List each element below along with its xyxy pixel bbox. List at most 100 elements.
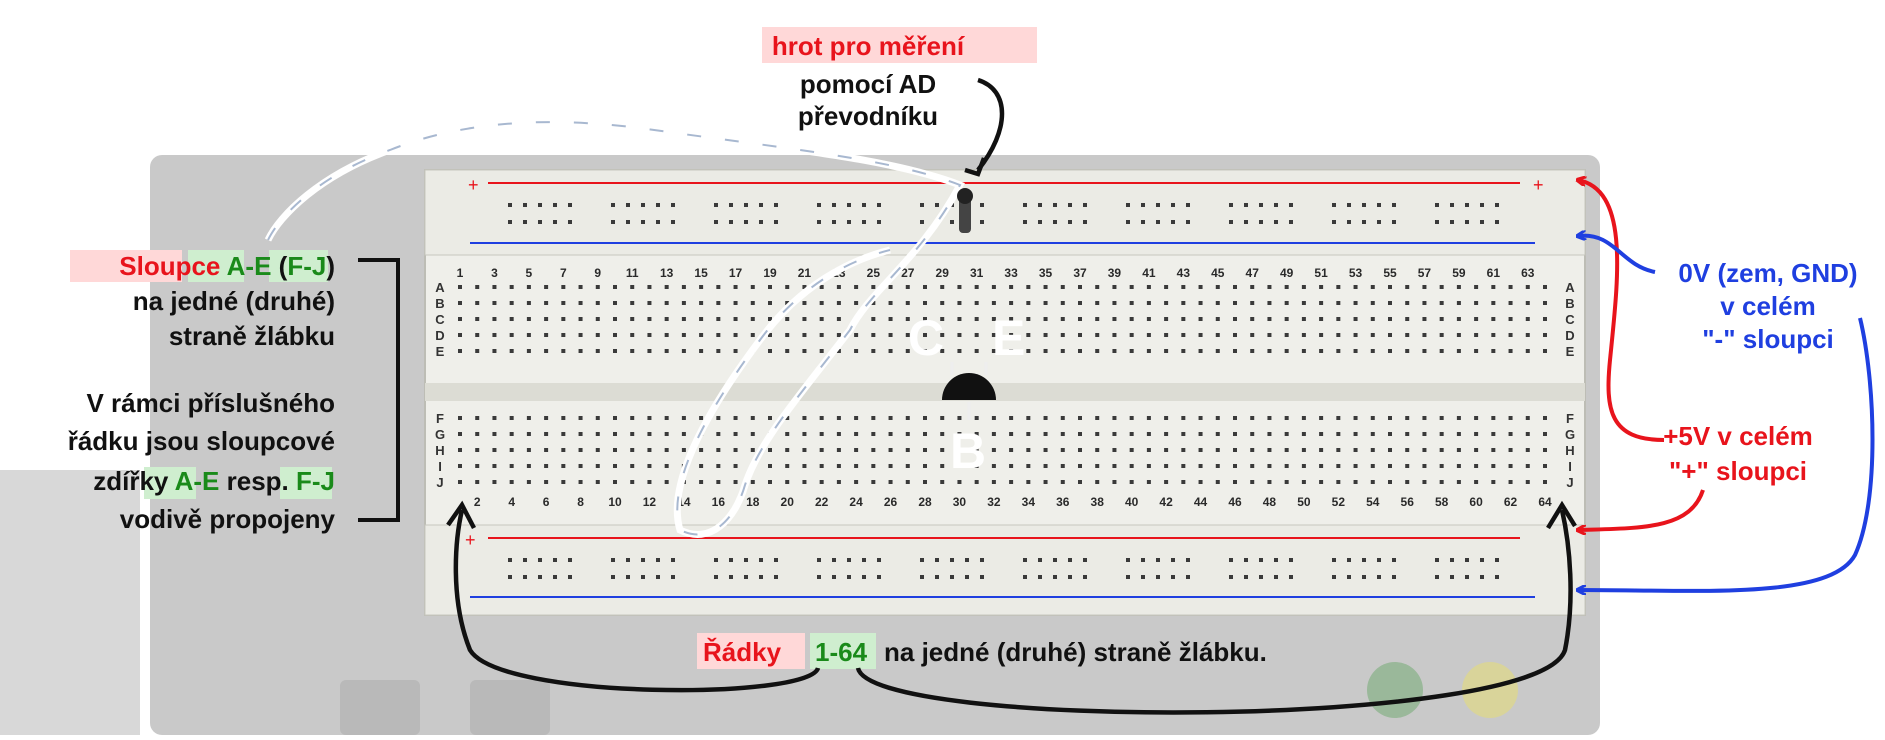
probe-label-line3: převodníku <box>798 101 938 131</box>
column-number-top: 17 <box>729 266 743 280</box>
column-number-bottom: 28 <box>918 495 932 509</box>
gnd-arrow-bottom <box>1578 317 1875 591</box>
row-letter: I <box>1568 459 1572 474</box>
ae-highlight <box>188 250 244 282</box>
column-number-top: 63 <box>1521 266 1535 280</box>
row-letter: A <box>1565 280 1575 295</box>
column-number-top: 15 <box>694 266 708 280</box>
column-number-bottom: 64 <box>1538 495 1552 509</box>
column-number-top: 41 <box>1142 266 1156 280</box>
rows-label-line4: vodivě propojeny <box>120 504 336 534</box>
probe-arrowhead <box>964 157 987 177</box>
bottom-label-part1: Řádky <box>703 637 782 667</box>
plus-arrow-top <box>1578 180 1665 442</box>
column-number-top: 19 <box>763 266 777 280</box>
column-number-top: 49 <box>1280 266 1294 280</box>
column-number-bottom: 20 <box>781 495 795 509</box>
left-bracket <box>358 258 400 522</box>
bottom-power-rail <box>424 524 1586 616</box>
column-number-top: 1 <box>457 266 464 280</box>
row-letter: A <box>435 280 445 295</box>
row-letter: D <box>1565 328 1574 343</box>
row-letter: H <box>1565 443 1574 458</box>
column-number-bottom: 32 <box>987 495 1001 509</box>
column-number-bottom: 2 <box>474 495 481 509</box>
column-number-bottom: 16 <box>712 495 726 509</box>
rows-label: V rámci příslušného řádku jsou sloupcové… <box>68 388 336 534</box>
column-number-top: 9 <box>594 266 601 280</box>
column-number-top: 25 <box>867 266 881 280</box>
column-number-top: 59 <box>1452 266 1466 280</box>
column-number-top: 33 <box>1004 266 1018 280</box>
pin-e-label: E <box>992 310 1025 366</box>
column-number-top: 11 <box>626 266 639 280</box>
columns-label: Sloupce A-E (F-J) na jedné (druhé) stran… <box>70 250 335 351</box>
column-number-bottom: 6 <box>543 495 550 509</box>
pin-b-label: B <box>950 423 986 479</box>
columns-label-line3: straně žlábku <box>169 321 335 351</box>
row-letter: F <box>436 411 444 426</box>
gnd-label-line3: "-" sloupci <box>1702 324 1834 354</box>
bottom-rows-label: Řádky 1-64 na jedné (druhé) straně žlábk… <box>697 633 1267 669</box>
transistor: C E B <box>908 310 1025 479</box>
row-letter: H <box>435 443 444 458</box>
plus-arrow-bottom <box>1578 489 1705 530</box>
probe-label: hrot pro měření pomocí AD převodníku <box>762 27 1037 177</box>
column-number-top: 3 <box>491 266 498 280</box>
column-number-top: 61 <box>1487 266 1501 280</box>
row-letter: J <box>1566 475 1573 490</box>
sloupce-highlight <box>70 250 182 282</box>
rail-plus-bottom: + <box>465 530 476 550</box>
column-number-bottom: 58 <box>1435 495 1449 509</box>
column-number-top: 55 <box>1383 266 1397 280</box>
column-number-bottom: 54 <box>1366 495 1380 509</box>
probe-label-line1: hrot pro měření <box>772 31 965 61</box>
column-number-bottom: 34 <box>1022 495 1036 509</box>
arrowhead-row-64 <box>1546 500 1577 530</box>
column-number-bottom: 18 <box>746 495 760 509</box>
column-number-top: 7 <box>560 266 567 280</box>
gnd-label: 0V (zem, GND) v celém "-" sloupci <box>1678 258 1857 354</box>
arrow-to-row-2 <box>453 509 821 693</box>
column-number-bottom: 12 <box>643 495 657 509</box>
column-number-top: 37 <box>1073 266 1087 280</box>
range-highlight <box>810 633 876 669</box>
rows-label-line3: zdířky A-E resp. F-J <box>93 466 335 496</box>
row-letter: G <box>435 427 445 442</box>
column-number-bottom: 22 <box>815 495 829 509</box>
pin-c-label: C <box>908 310 944 366</box>
row-letter: F <box>1566 411 1574 426</box>
breadboard-holes <box>458 203 1547 579</box>
column-number-bottom: 46 <box>1228 495 1242 509</box>
column-number-top: 5 <box>526 266 533 280</box>
column-number-top: 51 <box>1314 266 1328 280</box>
column-number-bottom: 44 <box>1194 495 1208 509</box>
rail-plus-left: + <box>468 175 479 195</box>
column-number-bottom: 10 <box>608 495 622 509</box>
arrow-to-row-64 <box>855 509 1573 715</box>
fj-highlight <box>269 250 328 282</box>
column-number-bottom: 52 <box>1332 495 1346 509</box>
column-number-top: 13 <box>660 266 674 280</box>
plus-label: +5V v celém "+" sloupci <box>1663 421 1813 486</box>
column-number-bottom: 30 <box>953 495 967 509</box>
column-number-bottom: 50 <box>1297 495 1311 509</box>
radky-highlight <box>697 633 805 669</box>
plus-label-line1: +5V v celém <box>1663 421 1813 451</box>
column-number-top: 47 <box>1246 266 1260 280</box>
column-number-bottom: 48 <box>1263 495 1277 509</box>
column-number-top: 35 <box>1039 266 1053 280</box>
column-number-top: 53 <box>1349 266 1363 280</box>
column-number-bottom: 4 <box>508 495 515 509</box>
row-letter: E <box>436 344 445 359</box>
probe-wire-stripe <box>267 121 962 536</box>
column-number-bottom: 60 <box>1469 495 1483 509</box>
row-letter: B <box>435 296 444 311</box>
row-letter: C <box>1565 312 1575 327</box>
columns-label-line1: Sloupce A-E (F-J) <box>119 251 335 281</box>
column-number-top: 27 <box>901 266 915 280</box>
column-number-top: 31 <box>970 266 984 280</box>
